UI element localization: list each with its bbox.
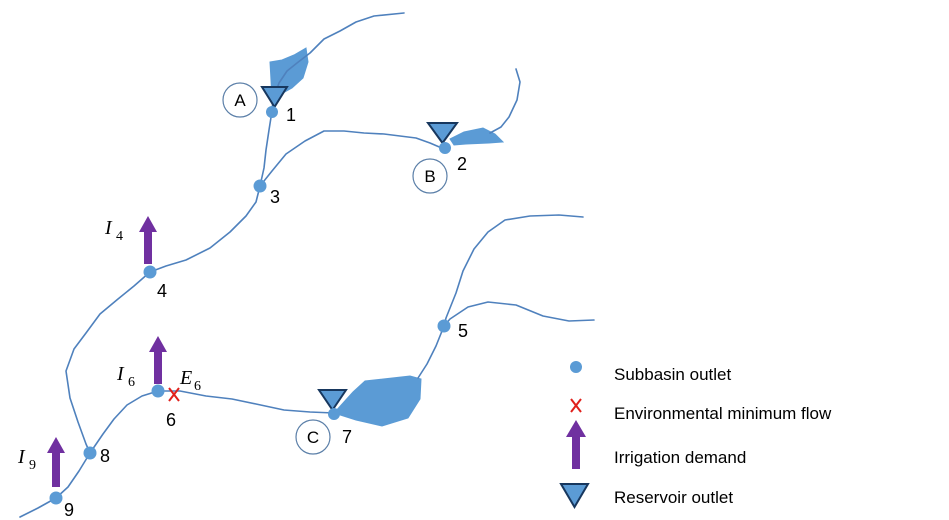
svg-text:6: 6	[128, 375, 135, 390]
legend-reservoir-outlet: Reservoir outlet	[614, 488, 733, 507]
dot-icon	[570, 361, 582, 373]
river-7-to-6	[157, 390, 335, 414]
svg-text:I: I	[17, 446, 26, 468]
node-label-1: 1	[286, 105, 296, 125]
demand-label-i6: I 6	[116, 363, 135, 390]
node-8	[83, 446, 97, 460]
irrigation-arrow-6	[149, 336, 167, 384]
x-mark-icon	[570, 398, 582, 413]
environmental-flow-marker-6	[168, 387, 180, 402]
node-label-4: 4	[157, 281, 167, 301]
svg-text:I: I	[104, 217, 113, 239]
node-3	[253, 179, 267, 193]
node-label-2: 2	[457, 154, 467, 174]
node-label-8: 8	[100, 446, 110, 466]
reservoir-outlet-triangle-a	[260, 86, 289, 109]
river-upper-5a	[443, 214, 584, 327]
svg-text:6: 6	[194, 379, 201, 394]
node-label-3: 3	[270, 187, 280, 207]
river-3-to-4	[149, 185, 261, 273]
irrigation-arrow-9	[47, 437, 65, 487]
svg-text:C: C	[307, 428, 319, 447]
node-label-7: 7	[342, 427, 352, 447]
reservoir-c-lake	[333, 375, 422, 427]
river-upper-b	[489, 68, 521, 134]
node-4	[143, 265, 157, 279]
river-6-to-8	[89, 390, 159, 454]
node-label-9: 9	[64, 500, 74, 520]
reservoir-label-c: C	[295, 419, 331, 455]
legend-irrigation-demand: Irrigation demand	[614, 448, 746, 467]
reservoir-label-b: B	[412, 158, 448, 194]
river-5-to-7	[417, 325, 445, 379]
node-5	[437, 319, 451, 333]
node-7	[328, 408, 340, 420]
node-label-5: 5	[458, 321, 468, 341]
node-label-6: 6	[166, 410, 176, 430]
legend-environmental-minimum-flow: Environmental minimum flow	[614, 404, 832, 423]
node-2	[439, 142, 451, 154]
svg-text:B: B	[424, 167, 435, 186]
river-1-to-3	[259, 110, 273, 187]
river-4-to-8	[65, 271, 151, 454]
svg-text:4: 4	[116, 229, 123, 244]
demand-label-i9: I 9	[17, 446, 36, 473]
svg-text:A: A	[234, 91, 246, 110]
up-arrow-icon	[566, 420, 586, 469]
river-upper-5b	[443, 301, 595, 327]
svg-text:9: 9	[29, 458, 36, 473]
irrigation-arrow-4	[139, 216, 157, 264]
svg-text:I: I	[116, 363, 125, 385]
demand-label-e6: E 6	[179, 367, 201, 394]
node-6	[151, 384, 165, 398]
svg-text:E: E	[179, 367, 192, 389]
node-9	[49, 491, 63, 505]
legend-subbasin-outlet: Subbasin outlet	[614, 365, 731, 384]
node-1	[266, 106, 278, 118]
legend: Subbasin outlet Environmental minimum fl…	[559, 361, 832, 509]
demand-label-i4: I 4	[104, 217, 123, 244]
down-triangle-icon	[559, 483, 590, 509]
river-outlet	[19, 497, 57, 518]
river-8-to-9	[55, 452, 91, 499]
river-2-to-3	[259, 130, 445, 187]
reservoir-outlet-triangle-c	[317, 389, 348, 412]
reservoir-outlet-triangle-b	[426, 122, 459, 145]
reservoir-label-a: A	[222, 82, 258, 118]
